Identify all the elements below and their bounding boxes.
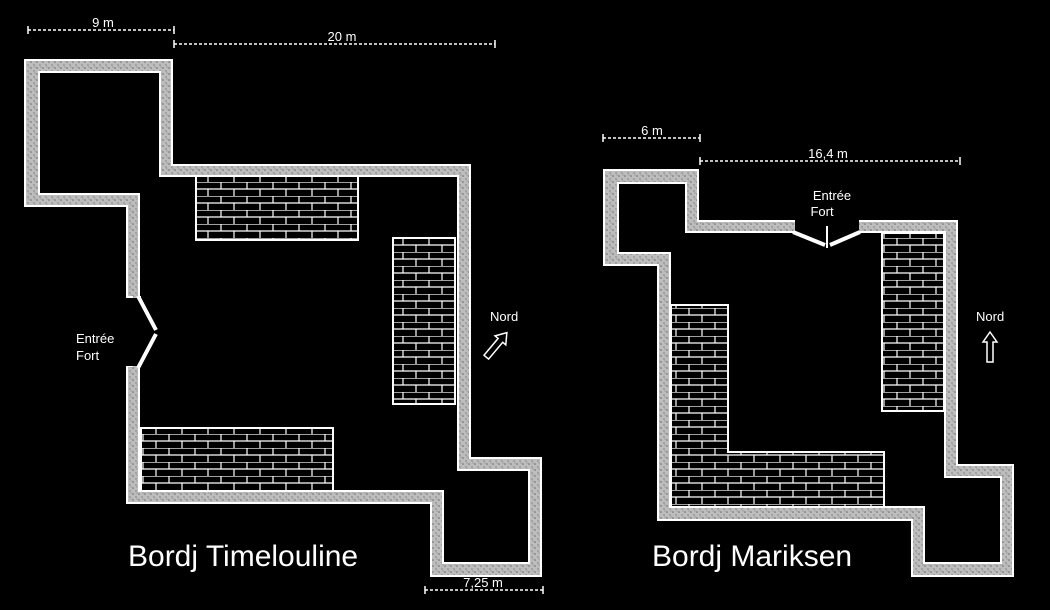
fort-mariksen-entrance-label-line1: Entrée (813, 188, 851, 203)
fort-mariksen-brick-l-shape (670, 304, 885, 508)
fort-timelouline-brick-right (392, 237, 456, 405)
fort-mariksen-entrance-label-line2: Fort (810, 204, 834, 219)
fort-timelouline-dim-tower-label: 7,25 m (463, 575, 503, 590)
fort-timelouline-entrance-label-line2: Fort (76, 348, 100, 363)
fort-mariksen-door (792, 230, 861, 247)
fort-timelouline-north-arrow-icon (482, 331, 508, 361)
fort-mariksen-north-label: Nord (976, 309, 1004, 324)
fort-mariksen-dim-width-label: 6 m (641, 123, 663, 138)
fort-mariksen-title: Bordj Mariksen (652, 540, 852, 573)
fort-timelouline-door (136, 295, 158, 369)
fort-timelouline-dim-length-label: 20 m (328, 29, 357, 44)
fort-mariksen-north-arrow-icon (981, 330, 999, 363)
fort-timelouline-dim-width-label: 9 m (92, 15, 114, 30)
fort-mariksen-brick-right (881, 232, 945, 412)
fort-mariksen-dim-length-label: 16,4 m (808, 146, 848, 161)
fort-timelouline-title: Bordj Timelouline (128, 540, 358, 573)
fort-timelouline-plan (24, 26, 544, 594)
fort-timelouline-brick-bottom (140, 427, 334, 492)
fort-timelouline-brick-top (195, 175, 359, 241)
fort-timelouline-north-label: Nord (490, 309, 518, 324)
fort-timelouline-entrance-label-line1: Entrée (76, 331, 114, 346)
fort-mariksen-plan (602, 134, 1014, 577)
